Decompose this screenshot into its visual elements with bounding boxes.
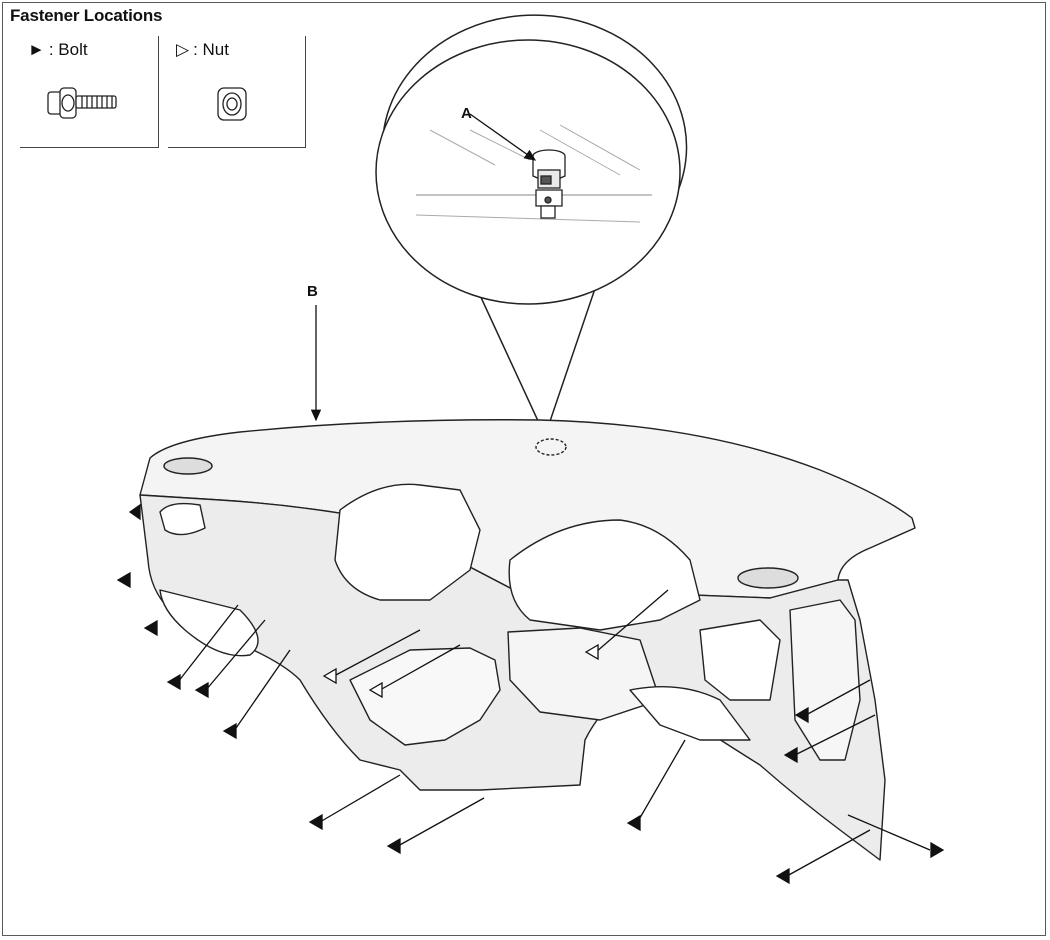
bolt-marker-2 xyxy=(116,571,131,589)
bolt-marker-1 xyxy=(128,503,141,521)
crash-pad-assembly xyxy=(139,419,916,861)
bolt-legend-label: : Bolt xyxy=(48,40,88,59)
bolt-marker-7 xyxy=(308,813,323,831)
nut-legend-label: : Nut xyxy=(193,40,229,59)
bolt-marker-10 xyxy=(775,867,790,885)
detail-bubble xyxy=(375,14,688,439)
bolt-legend-symbol: ► xyxy=(28,40,45,59)
nut-marker-3 xyxy=(584,643,599,661)
legend-bolt: ►: Bolt xyxy=(20,36,159,148)
bolt-marker-9 xyxy=(626,814,641,832)
bolt-marker-4 xyxy=(166,673,181,691)
callout-a-leader xyxy=(469,113,537,161)
callout-a-label: A xyxy=(461,105,472,122)
callout-b-label: B xyxy=(307,283,318,300)
bolt-marker-8 xyxy=(386,837,401,855)
legend-nut: ▷: Nut xyxy=(168,36,306,148)
nut-arrows xyxy=(322,589,669,699)
bolt-marker-13 xyxy=(783,746,798,764)
nut-legend-symbol: ▷ xyxy=(176,40,190,59)
bolt-marker-5 xyxy=(194,681,209,699)
diagram-title: Fastener Locations xyxy=(10,6,163,25)
bolt-marker-6 xyxy=(222,722,237,740)
nut-marker-2 xyxy=(368,681,383,699)
nut-marker-1 xyxy=(322,667,337,685)
bolt-icon xyxy=(47,87,117,119)
bolt-marker-3 xyxy=(143,619,158,637)
bolt-marker-11 xyxy=(930,841,945,859)
bolt-marker-12 xyxy=(794,706,809,724)
photo-sensor-icon xyxy=(532,149,566,219)
nut-icon xyxy=(217,87,247,121)
bolt-arrows xyxy=(116,503,945,885)
